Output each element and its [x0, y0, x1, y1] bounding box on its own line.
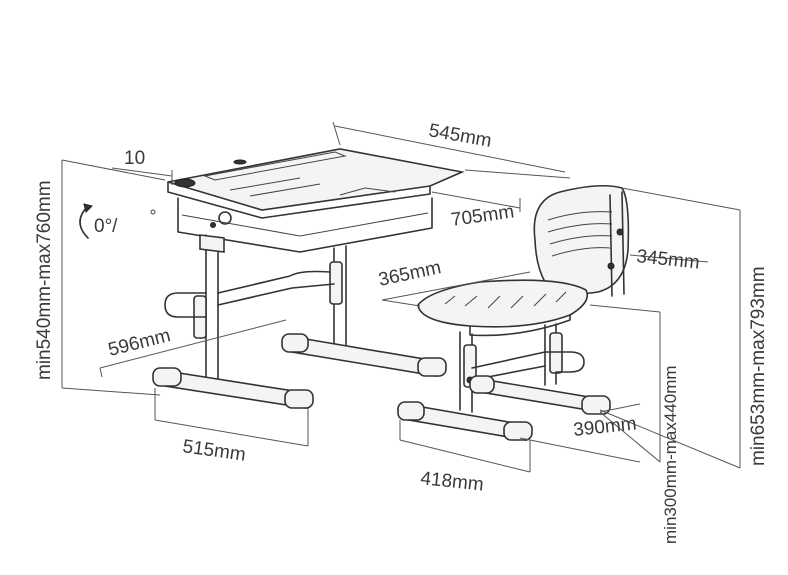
- label-seat-depth: 365mm: [377, 257, 443, 291]
- chair-seat-slots: [444, 291, 567, 309]
- desk-illustration: [152, 148, 465, 410]
- dim-line-tilt: [111, 167, 173, 185]
- chair-foot-cap-2: [503, 421, 533, 441]
- desk-foot-cap-3: [281, 333, 309, 353]
- chair-foot-cap-3: [469, 375, 495, 394]
- desk-leg-right-lock: [329, 261, 343, 305]
- label-desk-base-width: 515mm: [181, 436, 247, 466]
- desk-crossbar: [217, 270, 335, 306]
- dim-line-seat-depth: [381, 271, 531, 307]
- desk-leg-left: [205, 234, 219, 383]
- desk-crossbar-left: [164, 292, 207, 318]
- label-desk-top-width: 545mm: [427, 120, 493, 152]
- label-seat-height: min300mm-max440mm: [661, 365, 680, 544]
- label-chair-base-depth: 390mm: [572, 413, 637, 441]
- dim-line-desk-top-width: [332, 121, 571, 179]
- dim-line-desk-height: [61, 159, 166, 396]
- drawer-screw: [210, 222, 216, 228]
- desk-leg-left-clamp: [199, 234, 225, 253]
- desk-board-hinge: [203, 151, 347, 181]
- desk-foot-back: [286, 335, 438, 378]
- label-tilt-angle: 0°/: [94, 216, 118, 237]
- chair-backrest: [533, 184, 630, 295]
- chair-leg-back-lock: [549, 332, 563, 374]
- dim-line-seat-height: [589, 304, 661, 463]
- height-knob: [218, 211, 232, 225]
- label-tilt-depth: 10: [124, 148, 145, 169]
- chair-foot-cap-4: [581, 395, 611, 415]
- tilt-degree-mark-icon: [150, 209, 156, 215]
- desk-lamp-clip: [339, 187, 396, 196]
- dim-line-desk-base-depth: [99, 319, 287, 378]
- chair-back-post: [609, 191, 625, 297]
- label-chair-height: min653mm-max793mm: [748, 266, 769, 466]
- desk-board-lines: [229, 177, 321, 197]
- pen-slot: [233, 159, 247, 165]
- label-backrest-width: 345mm: [635, 246, 700, 274]
- dim-line-chair-base-depth: [519, 403, 641, 463]
- chair-back-screw: [607, 262, 615, 270]
- dim-line-backrest-width: [629, 254, 709, 263]
- desk-drawer: [177, 197, 433, 253]
- desk-foot-cap-4: [417, 357, 447, 377]
- desk-foot-cap-2: [284, 389, 314, 409]
- desk-foot-front: [158, 369, 308, 410]
- label-desk-base-depth: 596mm: [106, 325, 173, 361]
- dim-line-desk-depth: [431, 191, 521, 212]
- label-desk-depth: 705mm: [450, 201, 516, 231]
- tilt-arrowhead-icon: [83, 203, 93, 213]
- chair-illustration: [397, 184, 630, 442]
- label-chair-base-width: 418mm: [419, 468, 484, 496]
- dimension-lines: [61, 121, 741, 473]
- dim-line-chair-base-width: [399, 420, 531, 473]
- desk-foot-cap-1: [152, 367, 182, 387]
- desk-top-edge: [167, 181, 431, 219]
- chair-seat: [417, 279, 589, 328]
- chair-foot-cap-1: [397, 401, 425, 421]
- desk-top: [167, 148, 465, 211]
- label-desk-height: min540mm-max760mm: [34, 180, 55, 380]
- cup-holder: [174, 178, 196, 188]
- chair-backrest-slots: [547, 211, 613, 257]
- dim-line-desk-base-width: [154, 388, 309, 447]
- chair-seat-edge: [469, 314, 571, 337]
- chair-back-knob: [616, 228, 624, 236]
- dim-line-chair-height: [599, 187, 741, 469]
